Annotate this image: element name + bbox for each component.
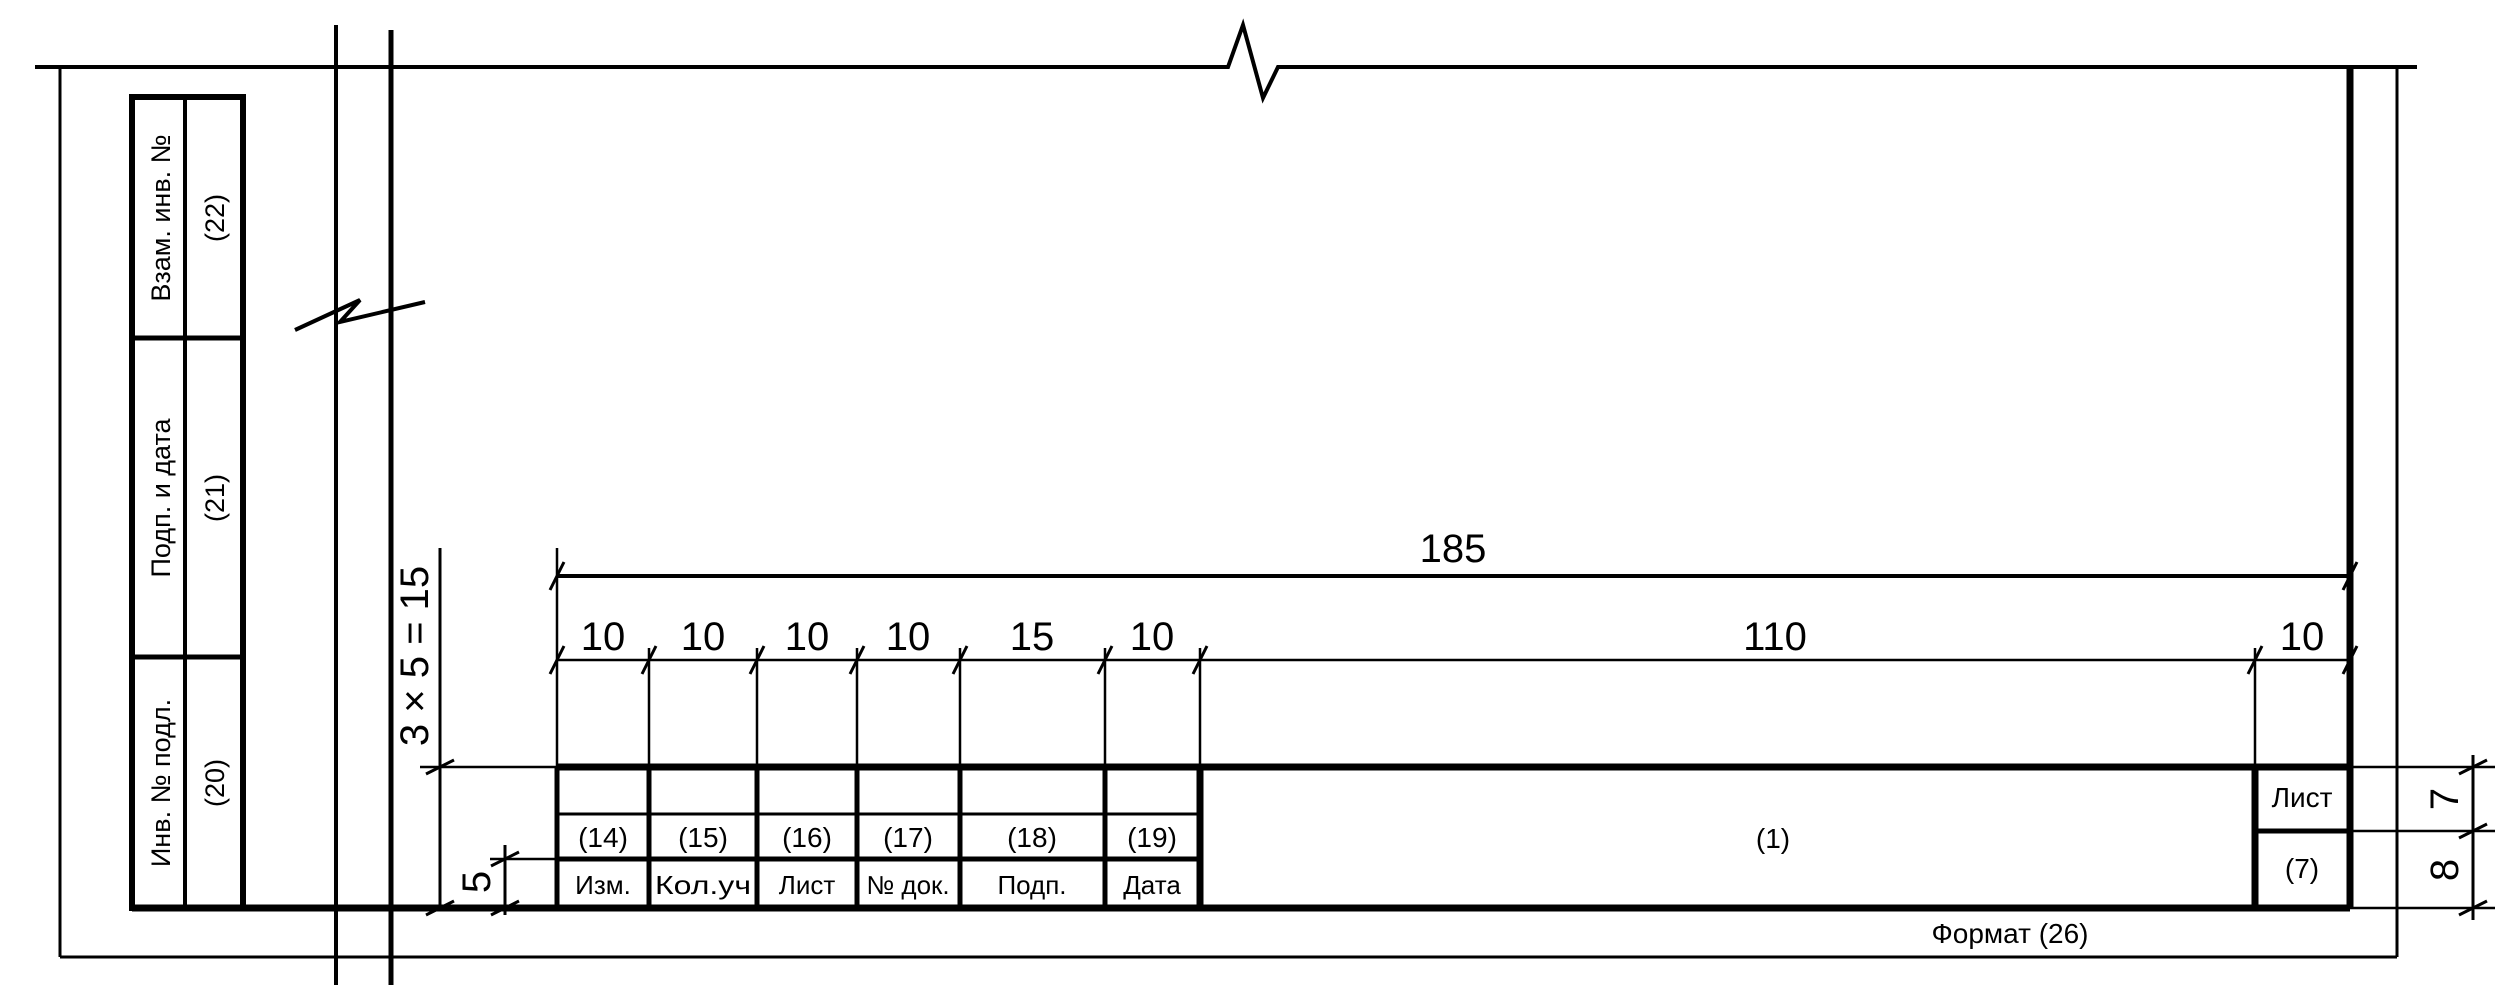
col-number-16: (16): [782, 822, 832, 853]
col-number-15: (15): [678, 822, 728, 853]
col-header-podp: Подп.: [997, 870, 1066, 900]
tick-col-2255: [2246, 645, 2264, 675]
tick-col-857: [848, 645, 866, 675]
tick-right-mid: [2458, 822, 2488, 840]
dim-col-podp: 15: [1010, 615, 1055, 659]
sheet-label: Лист: [2272, 782, 2333, 813]
top-border-line: [35, 18, 2417, 104]
side-label-original-inventory: Инв. № подл.: [146, 699, 176, 867]
side-strip: [129, 94, 246, 911]
tick-total-left: [548, 561, 566, 591]
side-strip-outer: [129, 94, 246, 911]
dim-stack-height: 3 × 5 = 15: [393, 566, 437, 746]
sheet-frame: [35, 18, 2417, 985]
dim-col-list: 10: [785, 615, 830, 659]
dim-right-top: 7: [2423, 788, 2467, 810]
dimension-lines: [420, 548, 2495, 920]
dim-col-title: 110: [1743, 615, 1807, 659]
tick-right-bottom: [2458, 899, 2488, 917]
tick-col-649: [640, 645, 658, 675]
format-label: Формат (26): [1931, 918, 2088, 949]
side-label-replacement: Взам. инв. №: [146, 134, 176, 301]
tick-stack-top: [425, 758, 455, 776]
col-header-data: Дата: [1123, 870, 1181, 900]
dim-col-kolvo: 10: [681, 615, 726, 659]
dim-col-izm: 10: [581, 615, 626, 659]
tick-row-top: [490, 850, 520, 868]
tick-col-1105: [1096, 645, 1114, 675]
dim-col-sheet: 10: [2280, 615, 2325, 659]
break-zigzag: [294, 298, 426, 332]
tick-col-2350: [2341, 645, 2359, 675]
tick-col-557: [548, 645, 566, 675]
col-header-ndok: № док.: [866, 870, 949, 900]
sheet-value: (7): [2285, 853, 2319, 884]
side-number-replacement: (22): [200, 194, 230, 242]
stamp-text: (14) (15) (16) (17) (18) (19) Изм. Кол.у…: [575, 782, 2332, 949]
tick-col-960: [951, 645, 969, 675]
side-number-signature-date: (21): [200, 474, 230, 522]
col-number-17: (17): [883, 822, 933, 853]
side-number-original-inventory: (20): [200, 759, 230, 807]
dim-col-ndok: 10: [886, 615, 931, 659]
dim-total-185: 185: [1420, 527, 1487, 571]
tick-row-bottom: [490, 899, 520, 917]
tick-col-1200: [1191, 645, 1209, 675]
tick-total-right: [2341, 561, 2359, 591]
col-number-19: (19): [1127, 822, 1177, 853]
tick-stack-bottom: [425, 899, 455, 917]
dimension-text: 185 10 10 10 10 15 10 110 10 3 × 5 = 15 …: [393, 527, 2467, 893]
col-header-list: Лист: [779, 870, 836, 900]
col-number-14: (14): [578, 822, 628, 853]
dim-col-data: 10: [1130, 615, 1175, 659]
col-header-kolvo: Кол.уч: [655, 870, 751, 900]
side-label-signature-date: Подп. и дата: [146, 417, 176, 577]
col-number-18: (18): [1007, 822, 1057, 853]
dim-right-bottom: 8: [2423, 859, 2467, 881]
side-strip-text: Взам. инв. № (22) Подп. и дата (21) Инв.…: [146, 134, 230, 867]
dim-row-height: 5: [455, 871, 499, 893]
title-field-number: (1): [1756, 823, 1790, 854]
tick-right-top: [2458, 758, 2488, 776]
col-header-izm: Изм.: [575, 870, 631, 900]
tick-col-757: [748, 645, 766, 675]
